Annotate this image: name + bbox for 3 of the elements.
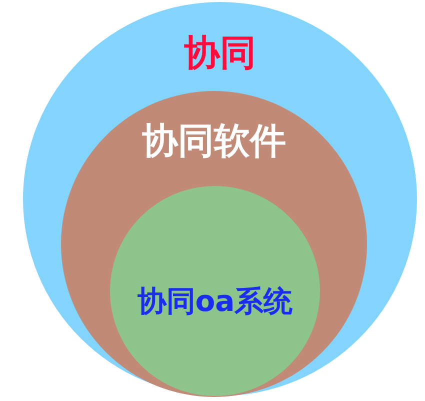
circle-label: 协同软件 [142, 124, 286, 160]
circle-label: 协同 [184, 36, 256, 72]
circle-label: 协同oa系统 [137, 287, 293, 316]
